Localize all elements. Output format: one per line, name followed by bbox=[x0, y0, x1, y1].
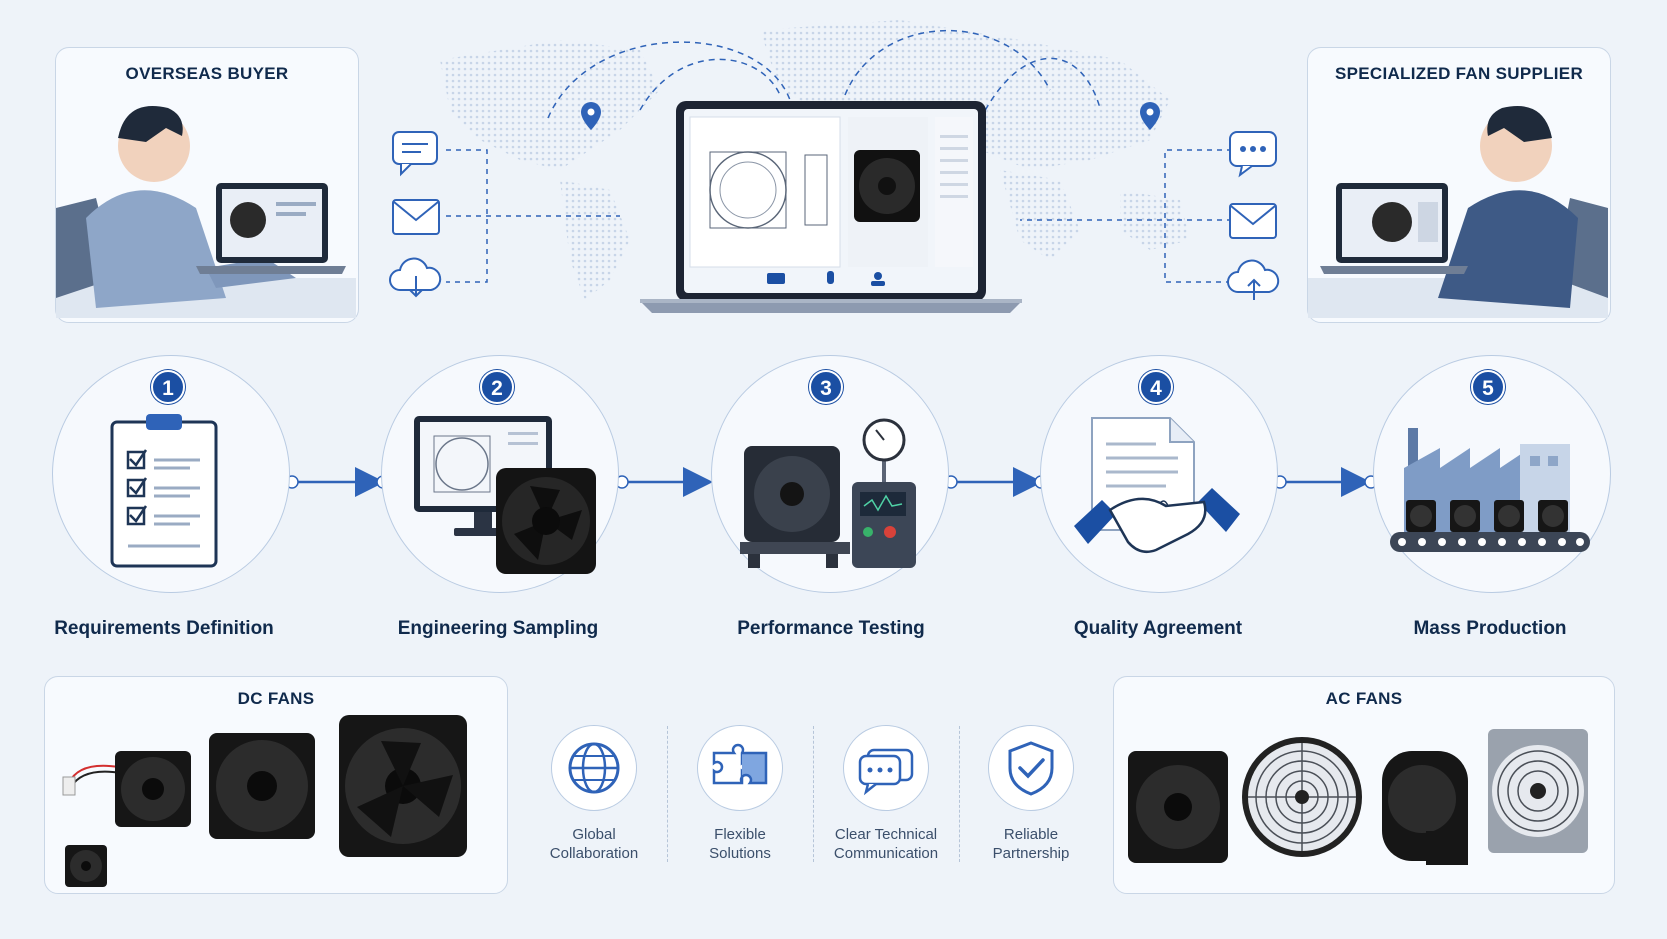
feature-label-2: Flexible Solutions bbox=[709, 826, 771, 862]
feature-label-3: Clear Technical Communication bbox=[833, 826, 939, 862]
ac-fans-title: AC FANS bbox=[1325, 689, 1403, 708]
chat-bubble-icon bbox=[392, 131, 438, 177]
step-number-5: 5 bbox=[1471, 370, 1505, 404]
dc-fans-title: DC FANS bbox=[237, 689, 315, 708]
handshake-agreement-icon bbox=[1074, 417, 1240, 553]
chat-icon bbox=[858, 748, 914, 796]
monitor-fan-sample-icon bbox=[414, 416, 596, 574]
feature-divider bbox=[813, 726, 814, 862]
chat-dots-icon bbox=[1229, 131, 1277, 178]
step-label-3: Performance Testing bbox=[737, 618, 925, 639]
buyer-title: OVERSEAS BUYER bbox=[125, 64, 289, 83]
supplier-card: SPECIALIZED FAN SUPPLIER bbox=[1307, 47, 1611, 323]
step-label-2: Engineering Sampling bbox=[397, 618, 599, 639]
step-number-4: 4 bbox=[1139, 370, 1173, 404]
fan-test-rig-icon bbox=[740, 418, 916, 568]
dc-fans-illustration bbox=[62, 715, 467, 887]
factory-production-line-icon bbox=[1390, 428, 1590, 552]
step-number-1: 1 bbox=[151, 370, 185, 404]
buyer-person-illustration bbox=[56, 106, 356, 318]
location-pin-icon bbox=[581, 102, 601, 130]
globe-icon bbox=[568, 742, 620, 794]
cloud-upload-icon bbox=[1227, 259, 1280, 300]
step-number-2: 2 bbox=[480, 370, 514, 404]
puzzle-icon bbox=[712, 743, 768, 785]
feature-divider bbox=[667, 726, 668, 862]
shield-check-icon bbox=[1008, 741, 1054, 796]
feature-divider bbox=[959, 726, 960, 862]
laptop-video-call bbox=[640, 101, 1022, 313]
supplier-person-illustration bbox=[1308, 106, 1608, 318]
buyer-card: OVERSEAS BUYER bbox=[55, 47, 359, 323]
dc-fans-card: DC FANS bbox=[44, 676, 508, 894]
step-label-1: Requirements Definition bbox=[54, 618, 274, 639]
ac-fans-card: AC FANS bbox=[1113, 676, 1615, 894]
mail-icon bbox=[1229, 203, 1277, 239]
feature-label-4: Reliable Partnership bbox=[992, 826, 1070, 862]
location-pin-icon bbox=[1140, 102, 1160, 130]
cloud-download-icon bbox=[389, 257, 442, 298]
step-label-4: Quality Agreement bbox=[1073, 618, 1243, 639]
mail-icon bbox=[392, 199, 440, 235]
supplier-title: SPECIALIZED FAN SUPPLIER bbox=[1334, 64, 1584, 83]
ac-fans-illustration bbox=[1128, 729, 1588, 865]
step-label-5: Mass Production bbox=[1413, 618, 1567, 639]
feature-label-1: Global Collaboration bbox=[549, 826, 639, 862]
step-number-3: 3 bbox=[809, 370, 843, 404]
clipboard-checklist-icon bbox=[110, 414, 218, 568]
